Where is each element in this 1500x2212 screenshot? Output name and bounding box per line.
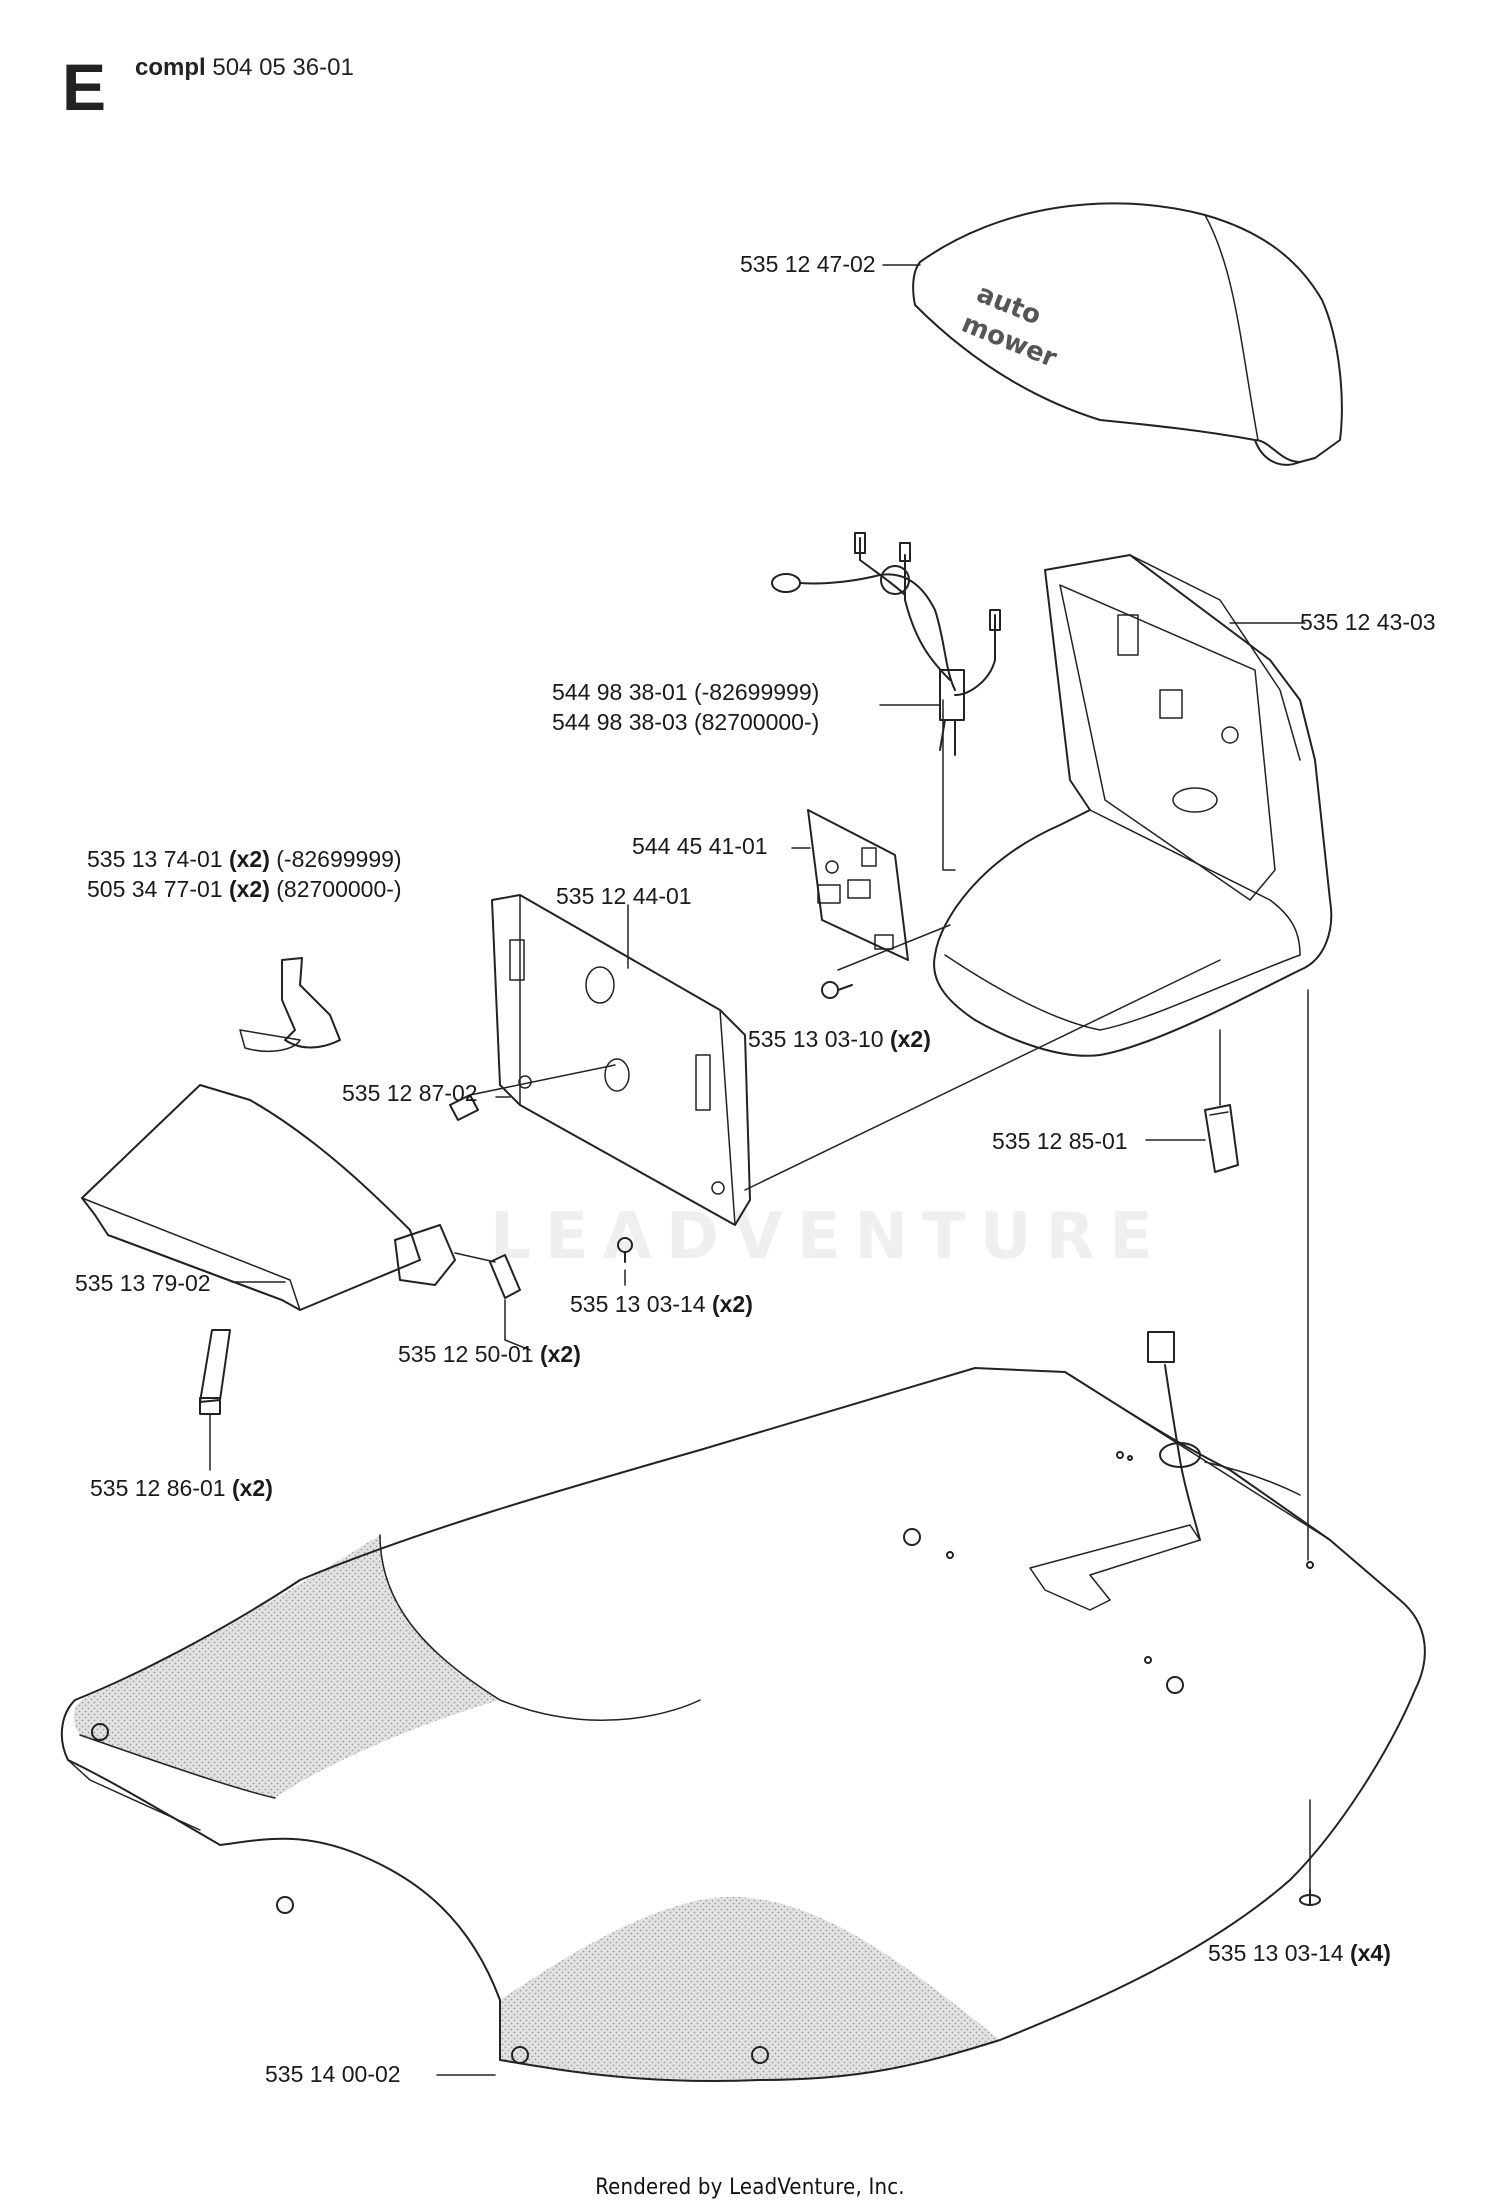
cable-clip bbox=[239, 957, 341, 1052]
part-label-p11[interactable]: 535 13 03-14 (x2) bbox=[570, 1291, 753, 1317]
ramp-cover bbox=[81, 1084, 456, 1311]
circuit-board bbox=[807, 809, 909, 961]
cable-harness bbox=[771, 532, 1001, 756]
part-label-p2[interactable]: 535 12 43-03 bbox=[1300, 609, 1436, 635]
part-label-p3a[interactable]: 544 98 38-01 (-82699999) bbox=[552, 679, 820, 705]
leader-p7-line bbox=[837, 924, 951, 971]
pin-p12 bbox=[454, 1252, 521, 1299]
base-plate bbox=[60, 1367, 1426, 2082]
base-stipple-right bbox=[500, 1896, 1000, 2081]
part-label-p5b[interactable]: 505 34 77-01 (x2) (82700000-) bbox=[87, 876, 402, 902]
compl-number: 504 05 36-01 bbox=[212, 54, 354, 81]
watermark: LEADVENTURE bbox=[490, 1200, 1167, 1274]
part-label-p3b[interactable]: 544 98 38-03 (82700000-) bbox=[552, 709, 820, 735]
connector bbox=[1204, 1104, 1239, 1173]
base-cable bbox=[1147, 1331, 1301, 1541]
screw-p7 bbox=[821, 981, 853, 999]
base-stipple-left bbox=[73, 1535, 500, 1798]
pin-p8 bbox=[449, 1064, 616, 1121]
part-label-p15[interactable]: 535 14 00-02 bbox=[265, 2061, 401, 2087]
part-label-p12[interactable]: 535 12 50-01 (x2) bbox=[398, 1341, 581, 1367]
part-label-p14[interactable]: 535 13 03-14 (x4) bbox=[1208, 1940, 1391, 1966]
part-label-p6[interactable]: 535 12 44-01 bbox=[556, 883, 692, 909]
part-label-p10[interactable]: 535 13 79-02 bbox=[75, 1270, 211, 1296]
charging-station-body bbox=[933, 554, 1333, 1057]
top-cover: auto mower bbox=[912, 202, 1343, 466]
part-label-p1[interactable]: 535 12 47-02 bbox=[740, 251, 876, 277]
part-label-p13[interactable]: 535 12 86-01 (x2) bbox=[90, 1475, 273, 1501]
assembly-number: compl 504 05 36-01 bbox=[135, 56, 354, 80]
cover-plate bbox=[491, 894, 751, 1226]
assembly-line-1 bbox=[744, 959, 1221, 1191]
leader-p3-drop bbox=[942, 699, 956, 871]
screw-p11 bbox=[617, 1237, 633, 1263]
part-label-p8[interactable]: 535 12 87-02 bbox=[342, 1080, 478, 1106]
part-label-p5a[interactable]: 535 13 74-01 (x2) (-82699999) bbox=[87, 846, 402, 872]
screw-p14 bbox=[1299, 1889, 1321, 1906]
label-strip bbox=[199, 1329, 231, 1415]
part-label-p9[interactable]: 535 12 85-01 bbox=[992, 1128, 1128, 1154]
leader-p12 bbox=[504, 1299, 531, 1351]
part-label-p7[interactable]: 535 13 03-10 (x2) bbox=[748, 1026, 931, 1052]
footer-credit: Rendered by LeadVenture, Inc. bbox=[595, 2175, 905, 2200]
part-label-p4[interactable]: 544 45 41-01 bbox=[632, 833, 768, 859]
compl-label: compl bbox=[135, 54, 206, 81]
section-letter: E bbox=[62, 50, 107, 124]
